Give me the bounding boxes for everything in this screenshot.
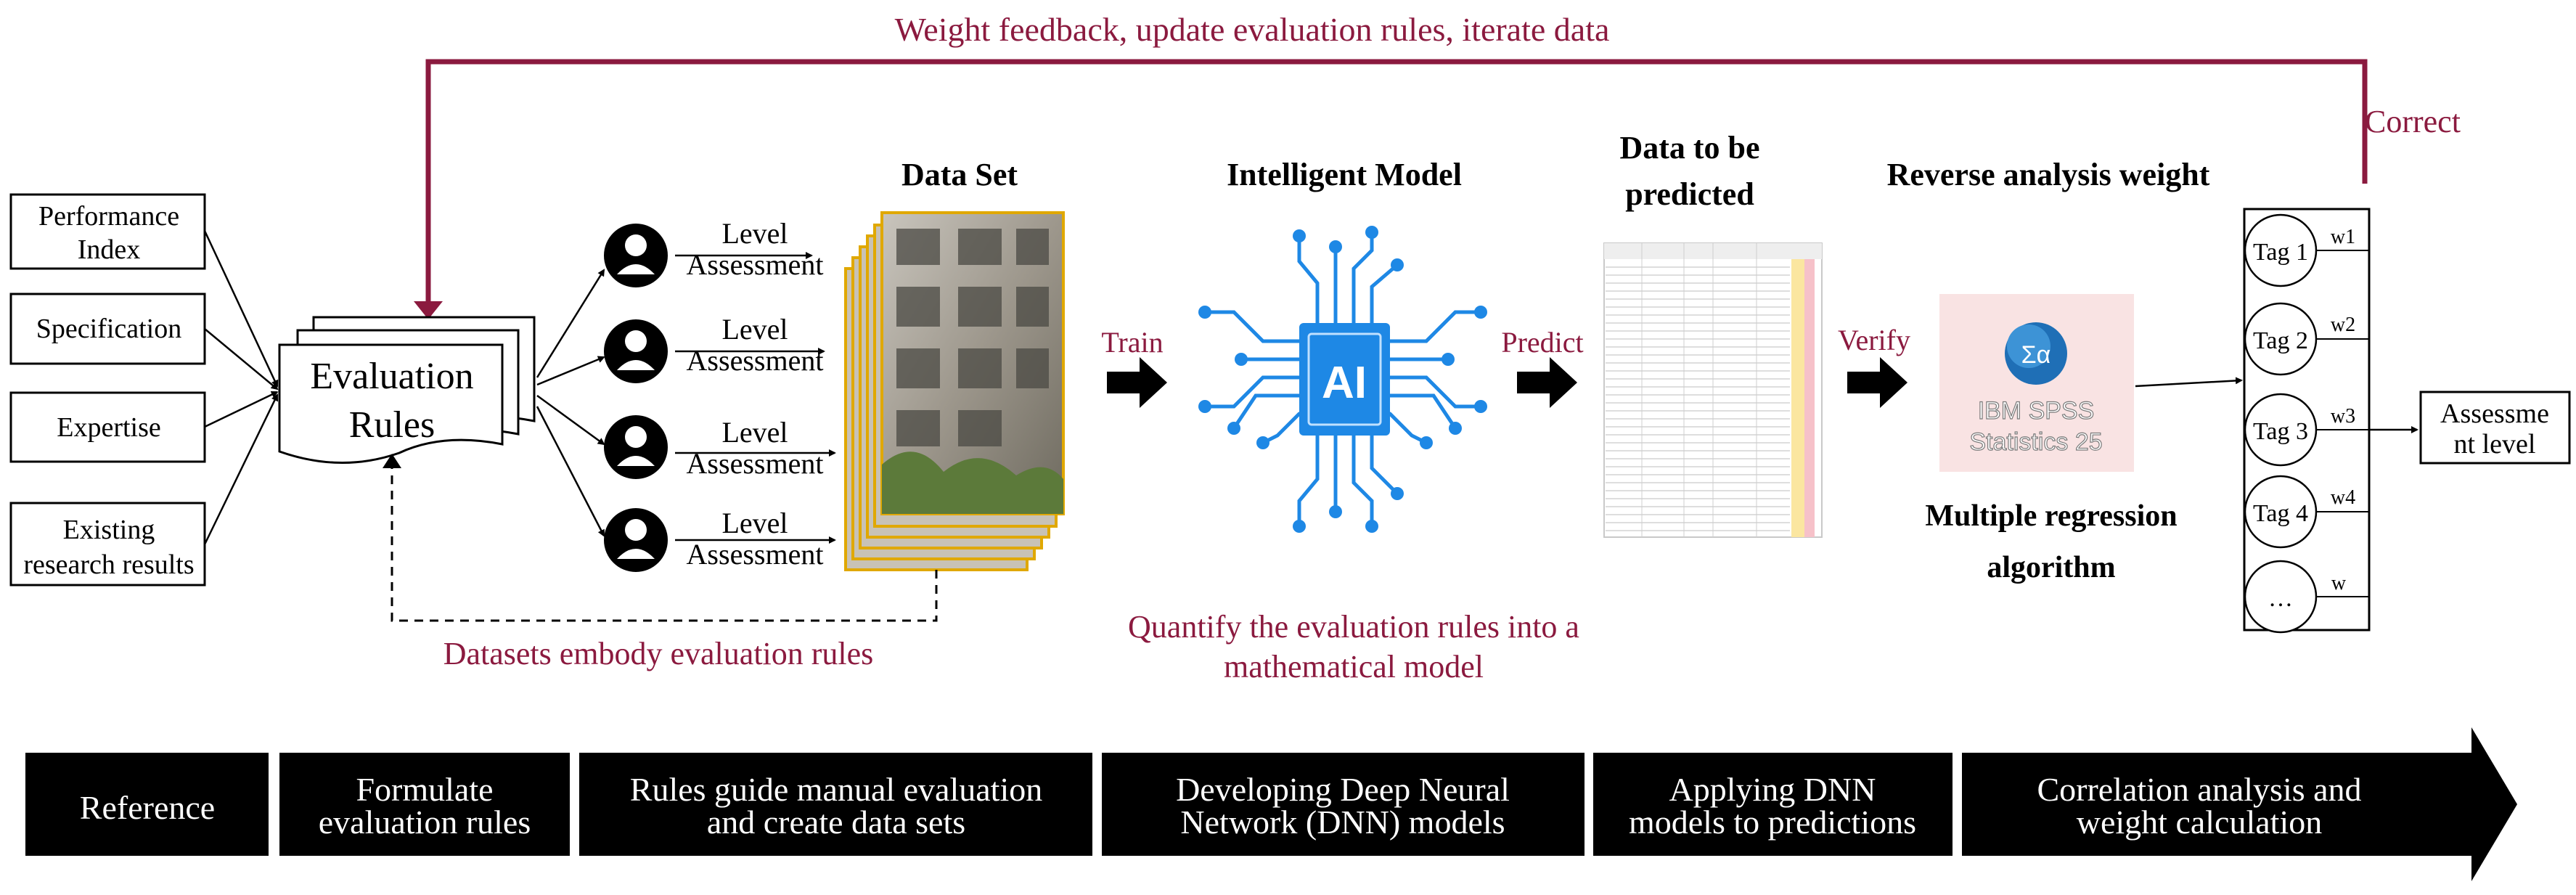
- svg-text:w: w: [2331, 572, 2347, 594]
- svg-text:Performance: Performance: [38, 201, 179, 232]
- tags-weights-panel: Tag 1 Tag 2 Tag 3 Tag 4 … w1 w2 w3 w4 w: [2243, 208, 2371, 634]
- input-box-performance: Performance Index: [9, 193, 206, 270]
- svg-text:Formulate: Formulate: [356, 771, 493, 808]
- svg-text:Rules: Rules: [349, 404, 435, 446]
- verify-label: Verify: [1838, 324, 1910, 356]
- doc-to-assessor-lines: [536, 269, 605, 537]
- verify-arrow: [1847, 357, 1908, 408]
- svg-text:Applying DNN: Applying DNN: [1669, 771, 1876, 808]
- svg-text:Existing: Existing: [63, 515, 155, 545]
- svg-text:Σα: Σα: [2021, 341, 2051, 369]
- svg-text:Reference: Reference: [80, 789, 215, 826]
- datasets-caption: Datasets embody evaluation rules: [443, 636, 874, 671]
- train-arrow: [1107, 357, 1167, 408]
- svg-text:w2: w2: [2331, 314, 2355, 336]
- svg-text:…: …: [2268, 585, 2293, 612]
- svg-text:w1: w1: [2331, 226, 2355, 248]
- svg-text:Tag 2: Tag 2: [2253, 327, 2308, 354]
- prediction-data-table: Data to be predicted: [1603, 130, 1823, 538]
- svg-text:Expertise: Expertise: [57, 412, 161, 443]
- reverse-title: Reverse analysis weight: [1887, 157, 2210, 192]
- svg-text:Developing Deep Neural: Developing Deep Neural: [1176, 771, 1510, 808]
- svg-text:w4: w4: [2331, 486, 2355, 509]
- ai-circuit-lines: [1203, 230, 1483, 528]
- quantify-caption-line2: mathematical model: [1224, 649, 1484, 684]
- predict-step: Predict: [1501, 326, 1584, 408]
- stage-formulate: [279, 753, 570, 856]
- ai-model: Intelligent Model: [1198, 157, 1487, 533]
- input-box-specification: Specification: [9, 293, 206, 365]
- svg-text:predicted: predicted: [1625, 176, 1754, 212]
- assessor-1: Level Assessment: [604, 217, 823, 287]
- predict-arrow: [1517, 357, 1577, 408]
- svg-text:Tag 3: Tag 3: [2253, 418, 2308, 445]
- ai-circuit-nodes: [1198, 226, 1487, 533]
- svg-text:Level: Level: [721, 416, 788, 449]
- predict-label: Predict: [1501, 326, 1583, 359]
- svg-text:Assessment: Assessment: [687, 538, 824, 571]
- svg-text:evaluation rules: evaluation rules: [319, 804, 531, 841]
- dataset-image-stack: Data Set: [844, 157, 1065, 571]
- assessor-2: Level Assessment: [604, 313, 825, 383]
- quantify-caption-line1: Quantify the evaluation rules into a: [1128, 609, 1579, 645]
- input-sources: Performance Index Specification Expertis…: [9, 193, 279, 587]
- svg-text:Tag 1: Tag 1: [2253, 239, 2308, 266]
- stage-reference: [25, 753, 269, 856]
- svg-text:Level: Level: [721, 313, 788, 346]
- assessor-4: Level Assessment: [604, 507, 836, 572]
- ai-chip-label: AI: [1322, 358, 1367, 408]
- svg-text:Assessment: Assessment: [687, 248, 824, 281]
- correct-label: Correct: [2365, 104, 2461, 139]
- svg-text:Correlation analysis and: Correlation analysis and: [2037, 771, 2361, 808]
- feedback-label: Weight feedback, update evaluation rules…: [895, 11, 1610, 48]
- svg-text:Network (DNN) models: Network (DNN) models: [1180, 804, 1505, 841]
- svg-text:Level: Level: [721, 217, 788, 250]
- svg-text:Specification: Specification: [36, 314, 181, 344]
- assessment-level-box: Assessme nt level: [2419, 391, 2571, 465]
- input-box-existing-research: Existing research results: [9, 502, 206, 587]
- svg-text:research results: research results: [23, 549, 194, 580]
- stage-dnn-develop: [1102, 753, 1585, 856]
- svg-text:Index: Index: [78, 234, 141, 265]
- svg-text:Assessme: Assessme: [2440, 399, 2549, 429]
- assessor-3: Level Assessment: [604, 415, 836, 480]
- feedback-arrowhead: [414, 301, 443, 319]
- svg-text:Assessment: Assessment: [687, 344, 824, 377]
- regression-line1: Multiple regression: [1925, 499, 2177, 533]
- input-box-expertise: Expertise: [9, 391, 206, 463]
- svg-text:Tag 4: Tag 4: [2253, 500, 2308, 527]
- model-title: Intelligent Model: [1227, 157, 1462, 192]
- evaluation-rules-document: Evaluation Rules: [278, 316, 536, 464]
- svg-text:models to predictions: models to predictions: [1629, 804, 1916, 841]
- ai-chip: [1299, 323, 1390, 436]
- dataset-title: Data Set: [901, 157, 1018, 192]
- svg-text:Level: Level: [721, 507, 788, 539]
- svg-text:Rules guide manual evaluation: Rules guide manual evaluation: [630, 771, 1042, 808]
- spss-logo: Σα IBM SPSS Statistics 25: [1939, 294, 2134, 472]
- svg-text:nt level: nt level: [2454, 429, 2536, 459]
- svg-text:Data to be: Data to be: [1619, 130, 1759, 165]
- spss-line2: Statistics 25: [1969, 428, 2102, 456]
- train-label: Train: [1101, 326, 1163, 359]
- regression-line2: algorithm: [1987, 551, 2115, 584]
- stage-rules-guide: [579, 753, 1092, 856]
- train-step: Train: [1101, 326, 1167, 408]
- datasets-feedback-dashed: Datasets embody evaluation rules: [383, 454, 938, 671]
- svg-text:weight calculation: weight calculation: [2077, 804, 2323, 841]
- svg-text:w3: w3: [2331, 405, 2355, 428]
- svg-text:Evaluation: Evaluation: [310, 356, 473, 397]
- stage-dnn-apply: [1593, 753, 1953, 856]
- feedback-loop: Weight feedback, update evaluation rules…: [414, 11, 2461, 319]
- stage-correlation: [1962, 727, 2517, 881]
- verify-step: Verify: [1838, 324, 1910, 408]
- svg-text:and create data sets: and create data sets: [707, 804, 965, 841]
- stage-bar: Reference Formulate evaluation rules Rul…: [25, 727, 2517, 881]
- spss-line1: IBM SPSS: [1978, 397, 2095, 425]
- assessors: Level Assessment Level Assessment Level …: [604, 217, 836, 572]
